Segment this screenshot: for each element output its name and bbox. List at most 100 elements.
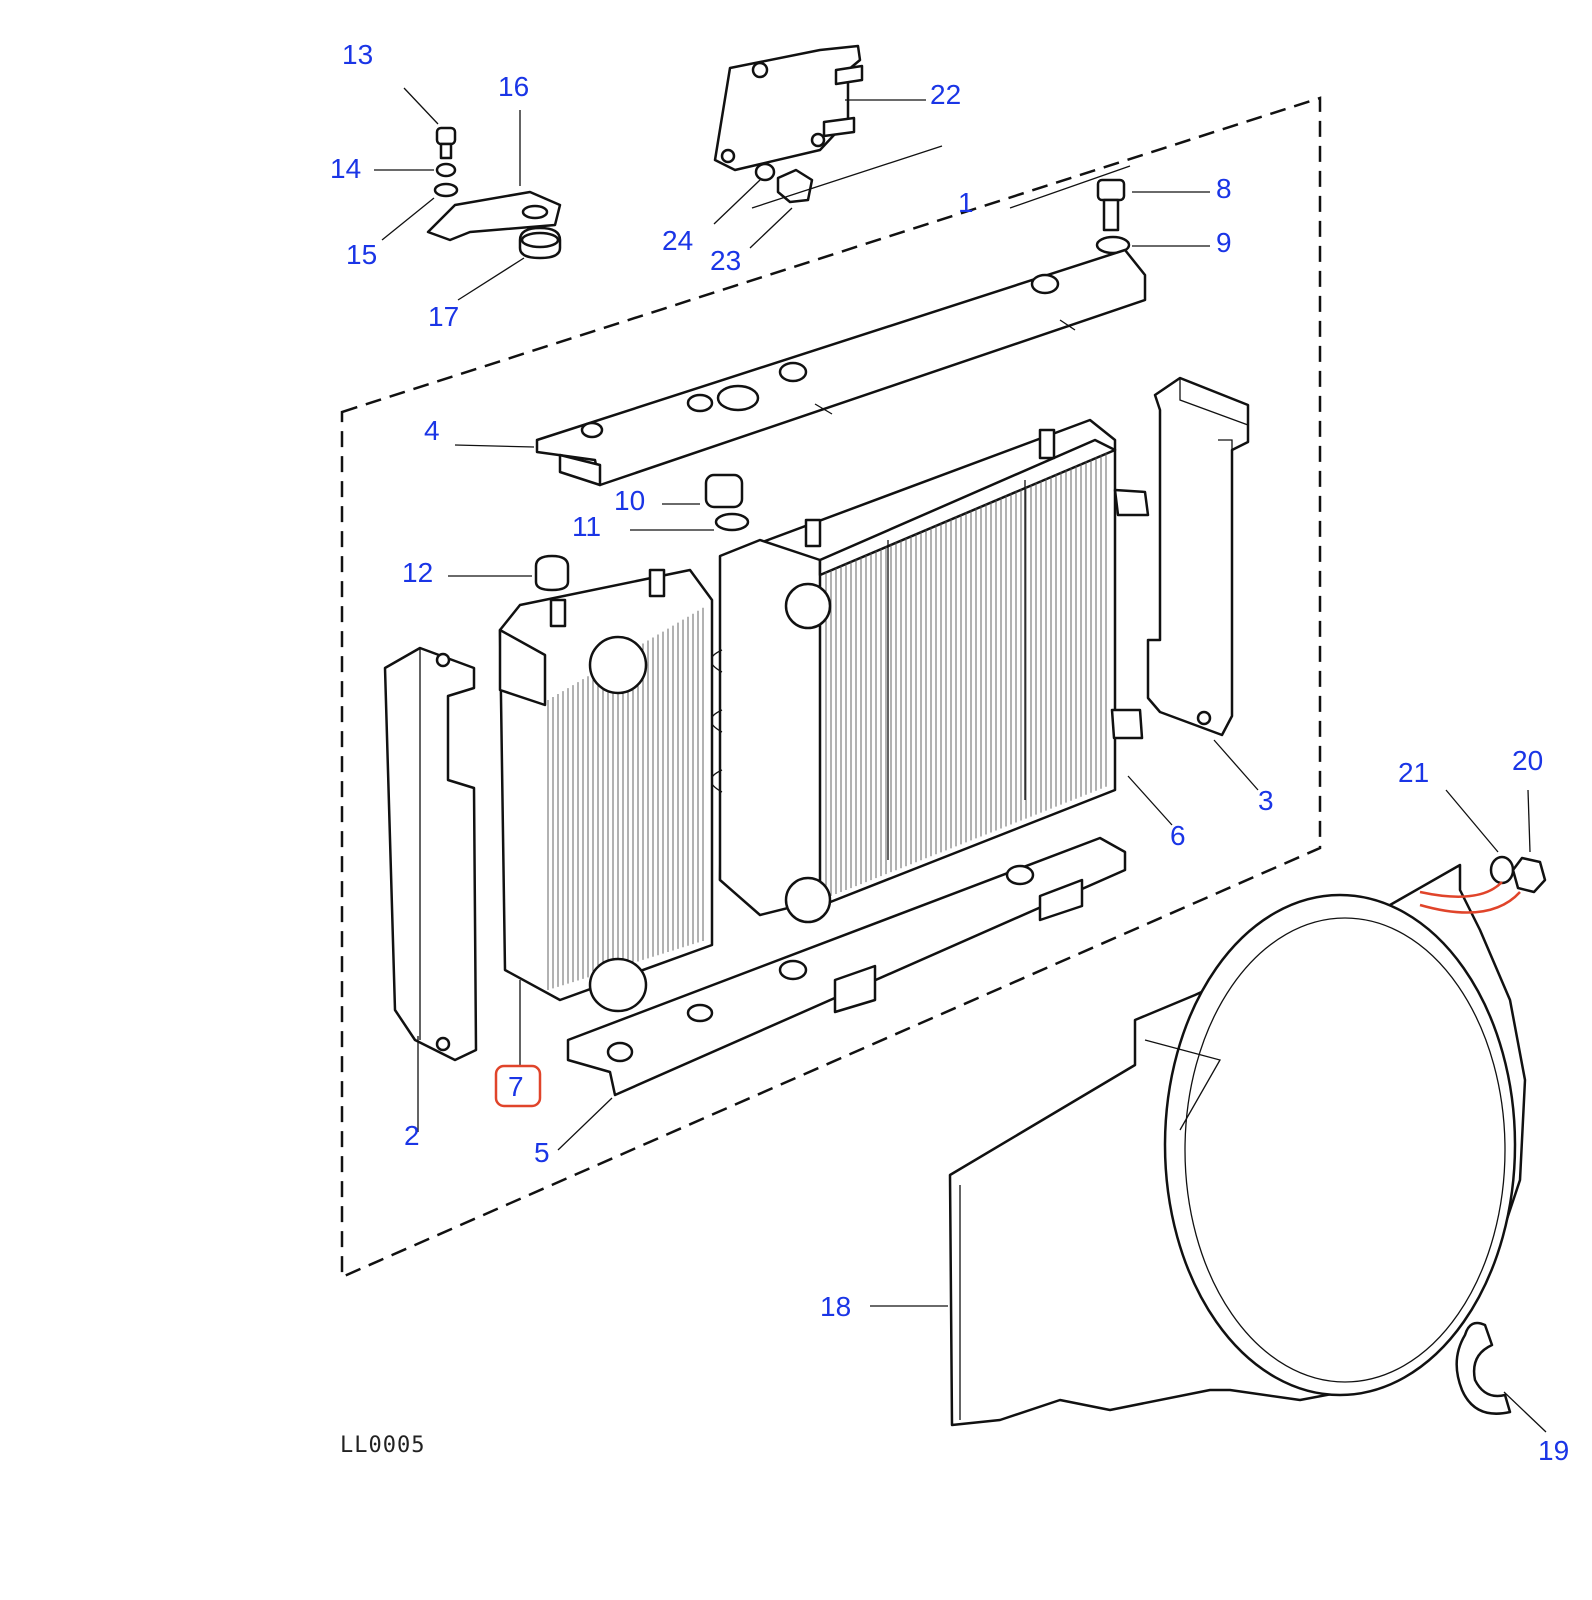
side-panel-3-body: [1146, 376, 1250, 737]
callout-7[interactable]: 7: [508, 1071, 524, 1102]
washer-14: [435, 162, 457, 178]
fitting-upper: [1113, 488, 1150, 517]
bracket-group-top: [713, 44, 864, 204]
bracket-hole-c: [810, 132, 826, 148]
fixings-20-21: [1419, 855, 1547, 914]
callout-23[interactable]: 23: [710, 245, 741, 276]
washer-24: [754, 162, 776, 182]
rail-hole-1: [1030, 273, 1060, 295]
arc-lower: [1419, 891, 1521, 914]
arc-upper: [1419, 881, 1503, 898]
bracket-22: [713, 44, 862, 172]
bottom-rail-tab-a: [833, 964, 877, 1014]
upper-outlet: [784, 582, 832, 630]
panel2-hole-top: [435, 652, 451, 668]
callout-10[interactable]: 10: [614, 485, 645, 516]
callout-3[interactable]: 3: [1258, 785, 1274, 816]
rail-pin-b: [814, 403, 833, 415]
radiator-pin-right: [1038, 428, 1056, 460]
radiator-top-edge: [818, 438, 1117, 577]
callout-6[interactable]: 6: [1170, 820, 1186, 851]
washer-11: [714, 512, 750, 532]
oil-cooler-fins: [547, 607, 704, 990]
fan-cowl-18: [948, 863, 1527, 1427]
callout-4[interactable]: 4: [424, 415, 440, 446]
rail-pin-a: [1059, 319, 1076, 331]
figure-reference-code: LL0005: [340, 1433, 425, 1458]
side-panel-2: [383, 646, 478, 1062]
side-panel-3-fold: [1218, 439, 1233, 640]
bolt-8-shank: [1102, 198, 1120, 232]
bottom-rail-5: [566, 836, 1127, 1097]
stud-lower: [822, 116, 856, 138]
bracket-hole: [521, 204, 549, 220]
callout-24[interactable]: 24: [662, 225, 693, 256]
callout-7-highlight: [494, 1064, 542, 1108]
mount-top: [520, 231, 560, 249]
plug-10: [704, 473, 744, 509]
callout-2[interactable]: 2: [404, 1120, 420, 1151]
cooler-pin-b: [648, 568, 666, 598]
callout-13[interactable]: 13: [342, 39, 373, 70]
btm-hole-1: [1005, 864, 1035, 886]
callout-8[interactable]: 8: [1216, 173, 1232, 204]
clip-body: [1455, 1321, 1512, 1415]
stud-upper: [834, 64, 864, 86]
callout-16[interactable]: 16: [498, 71, 529, 102]
callout-9[interactable]: 9: [1216, 227, 1232, 258]
bottom-rail-tab-b: [1038, 878, 1084, 922]
bolt-13: [435, 126, 457, 146]
callout-18[interactable]: 18: [820, 1291, 851, 1322]
filler-plug: [704, 473, 750, 532]
callout-12[interactable]: 12: [402, 557, 433, 588]
cowl-ring-inner: [1184, 917, 1506, 1383]
bolt-13-shank: [439, 142, 453, 160]
top-rail-end: [558, 453, 602, 487]
callout-21[interactable]: 21: [1398, 757, 1429, 788]
nut-20: [1511, 856, 1547, 894]
callout-17[interactable]: 17: [428, 301, 459, 332]
callout-22[interactable]: 22: [930, 79, 961, 110]
oil-cooler-body: [498, 568, 714, 1002]
callout-15[interactable]: 15: [346, 239, 377, 270]
lower-outlet: [784, 876, 832, 924]
radiator-pin-left: [804, 518, 822, 548]
rail-hole-4: [686, 393, 714, 413]
callout-1[interactable]: 1: [958, 187, 974, 218]
washer-15: [433, 182, 459, 198]
btm-hole-2: [778, 959, 808, 981]
rail-hole-2: [778, 361, 808, 383]
oil-cooler-7: [498, 554, 714, 1013]
callout-19[interactable]: 19: [1538, 1435, 1569, 1466]
mounting-bracket-16: [426, 190, 562, 242]
bolt-8-head: [1096, 178, 1126, 202]
bracket-group-left: [426, 126, 562, 260]
btm-hole-3: [686, 1003, 714, 1023]
callout-14[interactable]: 14: [330, 153, 361, 184]
cowl-ring: [1163, 893, 1517, 1397]
top-rail-body: [535, 248, 1147, 487]
bracket-hole-a: [751, 61, 769, 79]
callout-20[interactable]: 20: [1512, 745, 1543, 776]
oil-cooler-outlet: [588, 635, 648, 695]
oil-cooler-inlet: [588, 957, 648, 1013]
panel2-hole-bottom: [435, 1036, 451, 1052]
radiator-6: [710, 418, 1150, 924]
panel3-hole: [1196, 710, 1212, 726]
washer-21: [1489, 855, 1515, 885]
cooler-pin-a: [549, 598, 567, 628]
callout-5[interactable]: 5: [534, 1137, 550, 1168]
bolt-23: [776, 168, 814, 204]
bracket-hole-b: [720, 148, 736, 164]
fitting-lower: [1110, 708, 1144, 740]
btm-hole-4: [606, 1041, 634, 1063]
radiator-fins: [825, 452, 1107, 898]
clip-19: [1455, 1321, 1512, 1415]
callout-11[interactable]: 11: [572, 511, 601, 542]
bolt-group-right: [1095, 178, 1131, 255]
rail-hole-5: [580, 421, 604, 439]
leader-lines: [374, 87, 1547, 1433]
oil-cooler-top-tank: [498, 628, 547, 707]
side-panel-2-body: [383, 646, 478, 1062]
